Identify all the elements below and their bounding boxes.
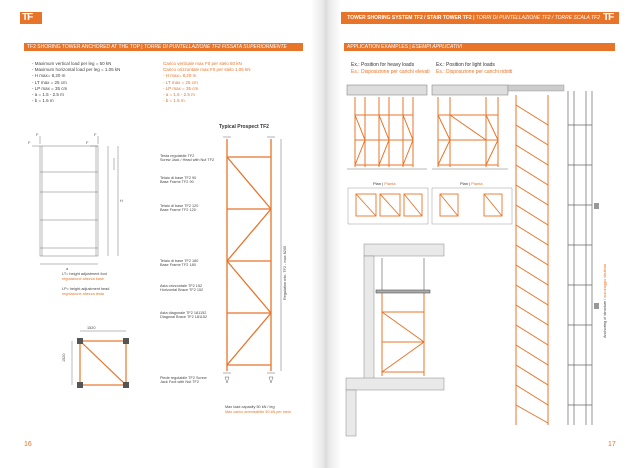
svg-text:H: H — [120, 198, 123, 203]
page-number-right: 17 — [608, 441, 616, 448]
specs-english: - Maximum vertical load per leg = 50 kN … — [32, 61, 121, 104]
label-frame90-it: Telaio di base TF2 90 — [160, 176, 197, 180]
load-note-it: Max carico ammissibile 50 kN per stelo — [225, 410, 291, 414]
load-note: Max load capacity 50 kN / leg — [225, 405, 275, 409]
right-section-title: APPLICATION EXAMPLES | ESEMPI APPLICATIV… — [344, 43, 615, 51]
label-frame90: Base Frame TF2 90 — [160, 180, 194, 184]
example-heavy-title: Ex.: Position for heavy loads — [351, 62, 415, 68]
label-horizontal: Horizontal Brace TF2 152 — [160, 288, 204, 292]
dim-1520-horizontal: 1520 — [87, 326, 96, 330]
heavy-load-plan — [347, 187, 429, 225]
svg-text:F: F — [94, 132, 97, 137]
label-foot-it: Piede regolabile TF2 Screw — [160, 376, 207, 380]
specs-italian: Carico verticale max F0 per stelo 50 kN … — [163, 61, 251, 104]
regulation-label: Regulation min. TF2 - max 8200 — [283, 245, 287, 300]
svg-text:a: a — [66, 266, 69, 271]
example-heavy-title-it: Es.: Disposizione per carichi elevati — [351, 69, 430, 75]
page-gutter — [311, 0, 341, 468]
label-frame120-it: Telaio di base TF2 120 — [160, 204, 199, 208]
label-diagonal-it: Asta diagonale TF2 181152 — [160, 311, 207, 315]
brand-logo-left: TF — [22, 12, 33, 23]
label-head-it: Testa regolabile TF2 — [160, 154, 195, 158]
tower-plan-diagram — [71, 330, 129, 388]
label-head: Screw Jack / Head with Nut TF2 — [160, 158, 215, 162]
legend-lt: LT= height adjustment foot — [62, 272, 107, 276]
anchoring-label: Anchoring of structure / ancoraggio stru… — [603, 263, 607, 338]
legend-lt-it: regolazione altezza base — [62, 277, 105, 281]
drawing-title: Typical Prospect TF2 — [219, 124, 269, 130]
brand-logo-right: TF — [603, 12, 614, 23]
label-frame120: Base Frame TF2 120 — [160, 208, 196, 212]
legend-lp-it: regolazione altezza testa — [62, 292, 105, 296]
label-foot: Jack Foot with Nut TF2 — [160, 380, 199, 384]
light-load-plan — [431, 187, 513, 225]
example-light-title: Ex.: Position for light loads — [436, 62, 495, 68]
svg-text:F: F — [36, 132, 39, 137]
left-page — [20, 10, 311, 458]
logo-badge-left — [20, 12, 42, 24]
left-section-title: TF2 SHORING TOWER ANCHORED AT THE TOP | … — [24, 43, 303, 51]
slab-shoring-section — [345, 243, 445, 437]
plan-label-2: Plan | Pianta — [460, 181, 483, 186]
label-diagonal: Diagonal Brace TF2 181152 — [160, 315, 208, 319]
stair-tower-elevation — [507, 84, 599, 425]
prospect-tower-drawing — [223, 136, 282, 384]
heavy-load-elevation — [346, 84, 428, 170]
svg-text:F: F — [86, 140, 89, 145]
legend-lp: LP= height adjustment head — [62, 287, 110, 291]
example-light-title-it: Es.: Disposizione per carichi ridotti — [436, 69, 513, 75]
light-load-elevation — [431, 84, 509, 170]
dim-1520-vertical: 1520 — [62, 353, 66, 362]
header-title: TOWER SHORING SYSTEM TF2 / STAIR TOWER T… — [347, 15, 600, 21]
label-frame180-it: Telaio di base TF2 180 — [160, 259, 199, 263]
page-number-left: 16 — [24, 441, 32, 448]
svg-text:F: F — [28, 140, 31, 145]
label-frame180: Base Frame TF2 180 — [160, 263, 196, 267]
plan-label-1: Plan | Pianta — [373, 181, 396, 186]
header-bar — [341, 12, 619, 24]
label-horizontal-it: Asta orizzontale TF2 152 — [160, 284, 203, 288]
